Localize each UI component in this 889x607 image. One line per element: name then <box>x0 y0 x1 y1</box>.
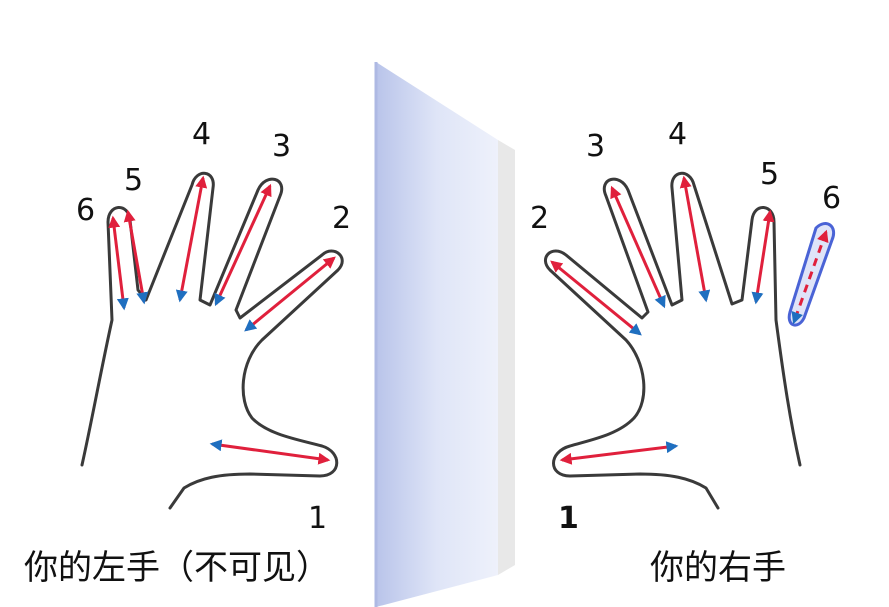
right-finger-label-1: 1 <box>558 501 579 536</box>
left-finger-label-1: 1 <box>308 501 327 536</box>
left-finger-label-5: 5 <box>124 163 143 198</box>
right-finger-label-2: 2 <box>530 201 549 236</box>
right-finger-label-6: 6 <box>822 181 841 216</box>
right-hand <box>543 171 835 510</box>
right-hand-caption: 你的右手 <box>650 548 786 588</box>
left-finger-label-4: 4 <box>192 117 211 152</box>
right-finger-label-4: 4 <box>668 117 687 152</box>
left-finger-label-3: 3 <box>272 129 291 164</box>
mirror-panel <box>374 62 515 607</box>
left-hand <box>80 171 344 510</box>
right-finger-label-3: 3 <box>586 129 605 164</box>
right-finger-label-5: 5 <box>760 157 779 192</box>
left-hand-caption: 你的左手（不可见） <box>24 548 330 588</box>
left-finger-label-2: 2 <box>332 201 351 236</box>
left-hand-outline <box>80 171 344 510</box>
left-finger-label-6: 6 <box>76 193 95 228</box>
